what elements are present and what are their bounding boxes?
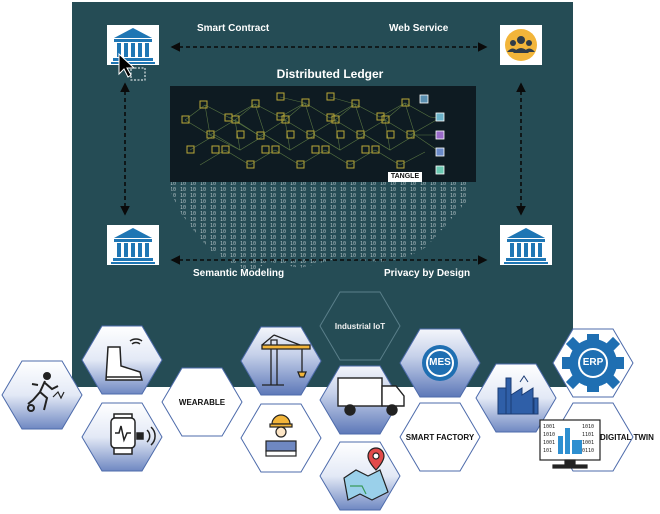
hex-shoe — [81, 325, 163, 395]
privacy-by-design-label: Privacy by Design — [384, 268, 471, 279]
svg-text:0110: 0110 — [582, 448, 594, 454]
erp-label: ERP — [582, 357, 604, 368]
distributed-ledger-title: Distributed Ledger — [276, 67, 384, 81]
hex-wearable — [161, 367, 243, 437]
hex-crane — [240, 326, 322, 396]
erp-gear-icon — [562, 334, 624, 392]
svg-text:1010: 1010 — [582, 424, 594, 430]
factory-icon — [497, 375, 539, 415]
mes-label: MES — [429, 357, 451, 368]
svg-text:1001: 1001 — [582, 440, 594, 446]
worker-icon — [265, 414, 297, 457]
wearable-label: WEARABLE — [178, 398, 226, 407]
svg-text:1101: 1101 — [582, 432, 594, 438]
smart-contract-label: Smart Contract — [197, 23, 270, 34]
web-service-label: Web Service — [389, 23, 449, 34]
bank-icon — [111, 228, 155, 264]
svg-text:1010: 1010 — [543, 432, 555, 438]
truck-icon — [337, 377, 405, 416]
semantic-modeling-label: Semantic Modeling — [193, 268, 285, 279]
hex-smart-factory — [399, 402, 481, 472]
svg-text:101: 101 — [543, 448, 552, 454]
mes-icon — [422, 345, 458, 381]
industrial-iot-label: Industrial IoT — [334, 322, 386, 331]
smart-factory-label: SMART FACTORY — [405, 433, 475, 442]
digital-twin-monitor-icon: 1001 1010 1001 101 1010 1101 1001 0110 — [539, 419, 601, 469]
smart-watch-icon — [110, 413, 156, 455]
tangle-badge: TANGLE — [390, 173, 420, 180]
bank-icon — [504, 228, 548, 264]
svg-text:1001: 1001 — [543, 440, 555, 446]
users-icon — [505, 29, 537, 61]
svg-text:1001: 1001 — [543, 424, 555, 430]
hex-industrial-iot — [319, 291, 401, 361]
map-pin-icon — [343, 447, 389, 501]
cursor-icon — [118, 52, 146, 81]
crane-icon — [261, 334, 311, 386]
running-sensor-icon — [27, 372, 65, 412]
hex-worker — [240, 403, 322, 473]
bank-icon — [111, 28, 155, 64]
digital-twin-label: DIGITAL TWIN — [600, 433, 654, 442]
smart-shoe-icon — [105, 338, 143, 381]
tangle-badge-bg — [388, 172, 422, 182]
